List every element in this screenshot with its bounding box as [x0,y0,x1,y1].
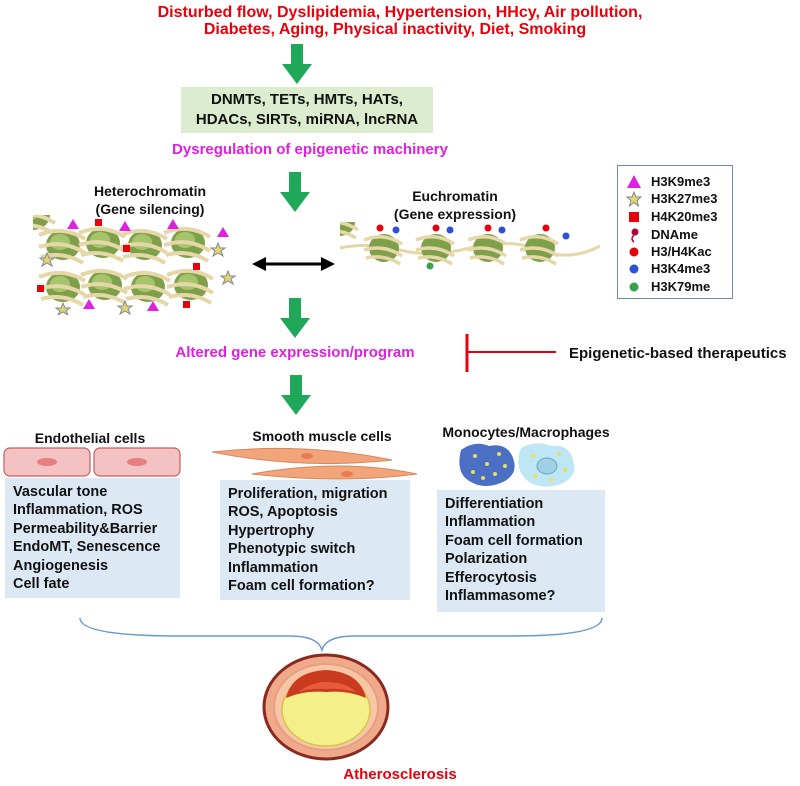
altered-gene-expression: Altered gene expression/program [175,344,415,361]
arrow-down-3 [280,298,310,338]
endothelial-item: EndoMT, Senescence [13,539,161,556]
arrow-down-2 [280,172,310,212]
green-dot-icon [629,282,639,292]
heterochromatin-illustration [33,215,237,315]
enzymes-line-2: HDACs, SIRTs, miRNA, lncRNA [195,111,419,128]
macrophage-item: Inflammation [445,514,536,531]
macrophage-title: Monocytes/Macrophages [442,424,610,440]
endothelial-item: Angiogenesis [13,557,109,574]
endothelial-functions-box: Vascular tone Inflammation, ROS Permeabi… [5,478,180,598]
smooth-muscle-item: Inflammation [228,559,319,576]
smooth-muscle-functions-box: Proliferation, migration ROS, Apoptosis … [220,480,410,600]
enzymes-line-1: DNMTs, TETs, HMTs, HATs, [211,91,403,108]
blue-dot-icon [629,264,639,274]
macrophage-functions-box: Differentiation Inflammation Foam cell f… [437,490,605,612]
euchromatin-label: Euchromatin (Gene expression) [370,187,540,223]
double-arrow-icon [252,257,335,271]
smooth-muscle-cells-illustration [212,447,418,480]
lollipop-icon [631,228,639,243]
risk-factors-line-2: Diabetes, Aging, Physical inactivity, Di… [203,21,587,38]
smooth-muscle-item: Hypertrophy [228,522,315,539]
red-dot-icon [629,247,639,257]
triangle-icon [627,175,641,188]
artery-cross-section-icon [262,653,390,761]
endothelial-cells-illustration [3,447,181,477]
macrophage-item: Foam cell formation [445,532,583,549]
euchromatin-subtitle: (Gene expression) [393,206,517,222]
macrophage-item: Polarization [445,551,528,568]
euchromatin-title: Euchromatin [412,188,498,204]
square-icon [629,212,639,222]
macrophage-item: Inflammasome? [445,588,556,605]
heterochromatin-label: Heterochromatin (Gene silencing) [60,182,240,218]
histone-mark-legend: H3K9me3 H3K27me3 H4K20me3 DNAme H3/H4Kac… [617,165,733,299]
heterochromatin-subtitle: (Gene silencing) [95,201,205,217]
smooth-muscle-title: Smooth muscle cells [252,428,392,444]
risk-factors-line-1: Disturbed flow, Dyslipidemia, Hypertensi… [157,4,643,21]
endothelial-item: Inflammation, ROS [13,502,143,519]
epigenetic-enzymes-box: DNMTs, TETs, HMTs, HATs, HDACs, SIRTs, m… [181,87,433,133]
smooth-muscle-item: Phenotypic switch [228,541,356,558]
smooth-muscle-item: Proliferation, migration [228,486,388,502]
endothelial-title: Endothelial cells [34,430,146,446]
euchromatin-illustration [340,222,600,270]
therapeutics-label: Epigenetic-based therapeutics [569,345,787,362]
arrow-down-1 [282,44,312,84]
smooth-muscle-item: Foam cell formation? [228,578,375,595]
endothelial-item: Vascular tone [13,484,108,500]
endothelial-item: Permeability&Barrier [13,520,158,537]
heterochromatin-title: Heterochromatin [93,183,207,199]
macrophage-item: Differentiation [445,496,544,512]
smooth-muscle-item: ROS, Apoptosis [228,504,338,521]
dysregulation-caption: Dysregulation of epigenetic machinery [172,141,448,158]
endothelial-item: Cell fate [13,576,70,593]
macrophage-item: Efferocytosis [445,569,537,586]
atherosclerosis-label: Atherosclerosis [343,766,457,783]
grouping-brace [79,617,603,653]
star-icon [626,191,642,207]
macrophages-illustration [459,443,575,487]
arrow-down-4 [281,375,311,415]
inhibition-icon [465,334,556,372]
